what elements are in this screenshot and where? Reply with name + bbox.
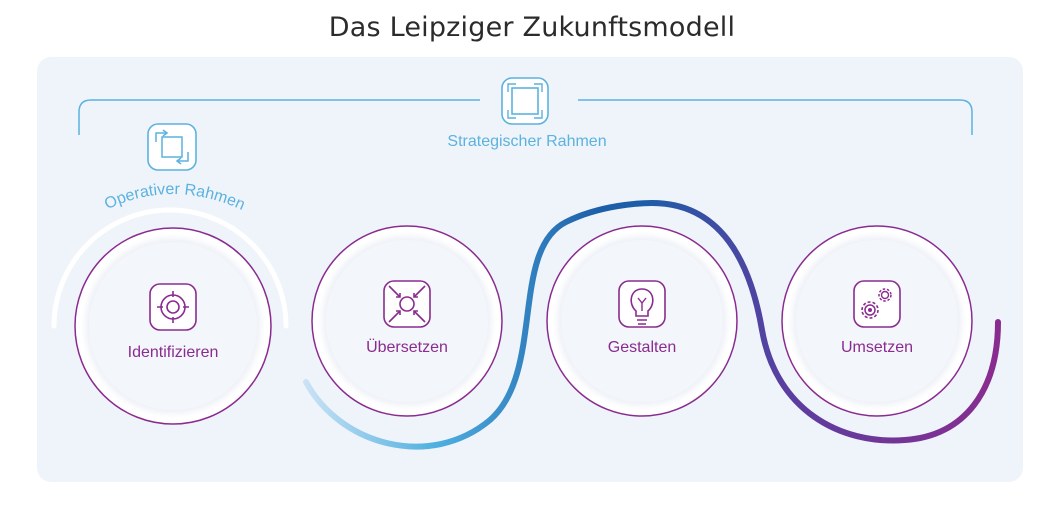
- lightbulb-icon: [618, 280, 666, 328]
- operative-frame-arc: [51, 207, 289, 329]
- step-label-identifizieren: Identifizieren: [127, 344, 219, 361]
- frame-icon: [501, 77, 549, 125]
- step-label-uebersetzen: Übersetzen: [366, 339, 448, 356]
- target-icon: [149, 283, 197, 331]
- arrows-inward-icon: [383, 280, 431, 328]
- page-title: Das Leipziger Zukunftsmodell: [328, 12, 736, 43]
- strategic-frame-label: Strategischer Rahmen: [447, 133, 607, 150]
- gears-icon: [853, 280, 901, 328]
- step-label-umsetzen: Umsetzen: [840, 339, 914, 356]
- process-wave-purple: [649, 200, 1001, 444]
- step-label-gestalten: Gestalten: [607, 339, 677, 356]
- process-wave-blue: [303, 200, 655, 450]
- cycle-frame-icon: [147, 123, 197, 171]
- strategic-frame-bracket: [78, 99, 973, 135]
